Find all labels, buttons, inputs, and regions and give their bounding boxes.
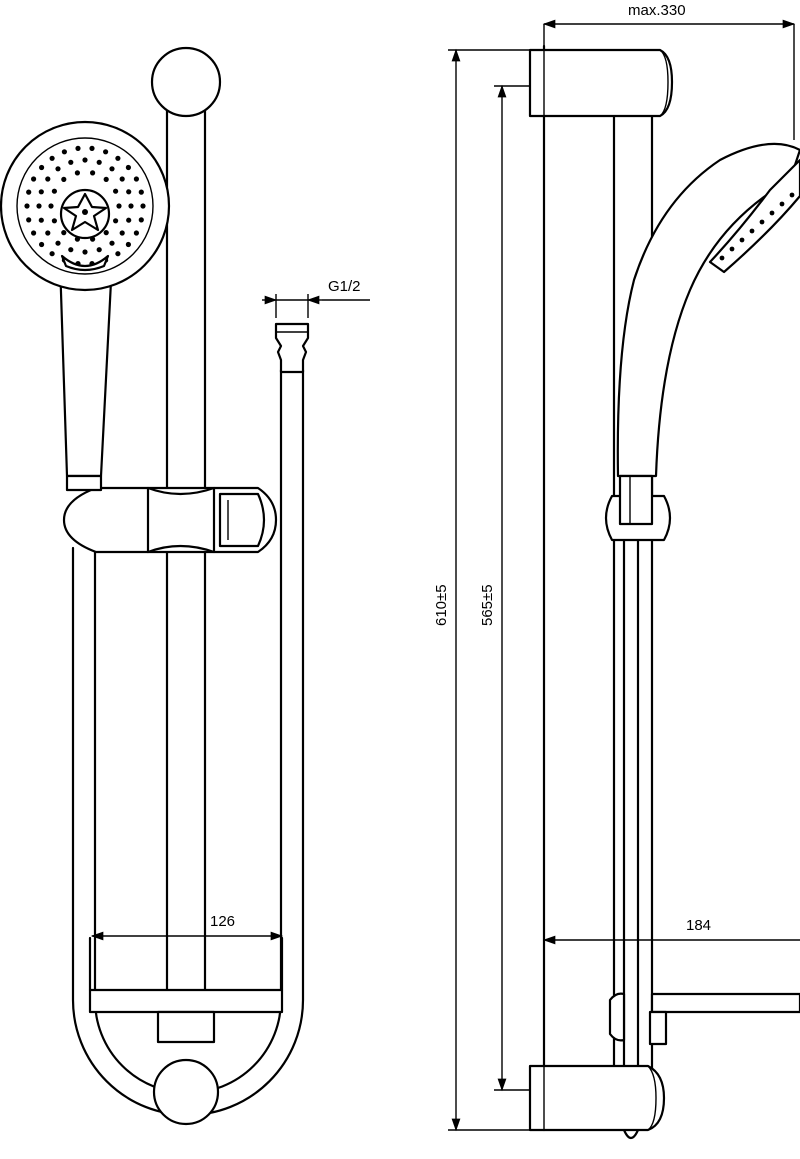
hose-side [622, 520, 640, 1140]
dimension-label-total-height: 610±5 [433, 584, 450, 626]
spray-nozzle [51, 218, 58, 224]
soap-shelf [88, 936, 284, 1014]
dimension-max-reach: max.330 [542, 2, 796, 140]
spray-nozzle [119, 176, 125, 182]
spray-nozzle [739, 237, 745, 243]
spray-nozzle [128, 203, 134, 209]
spray-nozzle [45, 176, 51, 182]
spray-nozzle [779, 201, 785, 207]
soap-shelf-side [608, 992, 800, 1046]
dimension-wall-projection: 184 [542, 917, 800, 945]
slider-holder [62, 474, 278, 554]
top-bracket-side [528, 48, 674, 118]
spray-nozzle [749, 228, 755, 234]
spray-nozzle [68, 159, 74, 165]
spray-nozzle [49, 155, 55, 161]
spray-nozzle [55, 166, 61, 172]
spray-nozzle [55, 240, 61, 246]
spray-nozzle [51, 188, 58, 194]
spray-nozzle [36, 203, 42, 209]
spray-nozzle [24, 203, 30, 209]
spray-nozzle [75, 145, 81, 151]
spray-nozzle [39, 241, 45, 248]
dimension-label-wall-projection: 184 [686, 917, 711, 934]
spray-nozzles-side [719, 192, 795, 261]
spray-nozzle [30, 230, 37, 236]
slide-rail [165, 106, 207, 1020]
spray-nozzle [38, 189, 44, 195]
front-view: 126 G1/2 [0, 46, 370, 1126]
dimension-label-thread: G1/2 [328, 278, 361, 295]
dimension-thread: G1/2 [262, 278, 370, 318]
spray-nozzle [82, 157, 88, 163]
spray-nozzle [789, 192, 795, 198]
spray-nozzle [82, 249, 88, 255]
spray-nozzle [125, 164, 131, 171]
top-bracket [150, 46, 222, 118]
spray-nozzle [113, 188, 119, 194]
dimension-bracket-spacing: 565±5 [479, 84, 530, 1092]
spray-nozzle [103, 149, 109, 155]
spray-nozzle [74, 170, 80, 176]
spray-nozzle [96, 159, 102, 165]
side-view: max.330 610±5 565±5 184 [433, 2, 800, 1140]
spray-nozzle [96, 247, 102, 253]
bottom-bracket [152, 1010, 220, 1126]
spray-nozzle [89, 145, 95, 151]
spray-nozzle [48, 203, 54, 209]
dimension-label-max-reach: max.330 [628, 2, 686, 19]
spray-nozzle [61, 230, 67, 236]
spray-nozzle [126, 189, 132, 195]
spray-nozzle [109, 166, 115, 172]
spray-nozzle [61, 149, 67, 155]
spray-nozzle [109, 240, 115, 246]
spray-nozzle [769, 210, 775, 216]
spray-nozzle [103, 176, 109, 182]
dimension-total-height: 610±5 [433, 48, 530, 1132]
dimension-hose-offset: 126 [90, 913, 284, 941]
spray-nozzle [45, 230, 51, 236]
spray-nozzle [133, 176, 139, 182]
spray-nozzle [133, 230, 139, 236]
spray-nozzle [759, 219, 765, 225]
spray-nozzle [116, 203, 122, 209]
dimension-label-126: 126 [210, 913, 235, 930]
spray-nozzle [113, 218, 119, 224]
spray-nozzle [38, 217, 44, 223]
spray-nozzle [90, 170, 96, 176]
spray-nozzle [126, 217, 132, 223]
hand-shower-side [616, 142, 800, 478]
spray-nozzle [103, 230, 109, 236]
dimension-label-bracket-spacing: 565±5 [479, 584, 496, 626]
bottom-bracket-side [528, 1064, 666, 1132]
spray-nozzle [39, 164, 45, 171]
hose-connector [274, 322, 310, 374]
spray-nozzle [30, 176, 37, 182]
spray-nozzle [138, 217, 144, 223]
spray-nozzle [125, 241, 131, 248]
spray-nozzle [138, 189, 144, 195]
spray-nozzle [115, 155, 121, 161]
spray-nozzle [68, 247, 74, 253]
hand-shower-handle [58, 260, 114, 478]
spray-nozzle [26, 217, 32, 223]
spray-nozzle [115, 251, 121, 257]
spray-nozzle [719, 255, 725, 261]
spray-nozzle [49, 251, 55, 257]
spray-nozzle [729, 246, 735, 252]
shower-head-front [0, 120, 171, 292]
spray-nozzle [119, 230, 125, 236]
spray-nozzle [140, 203, 146, 209]
spray-nozzle [61, 176, 67, 182]
slider-holder-side [604, 474, 672, 542]
spray-nozzle [26, 189, 32, 195]
